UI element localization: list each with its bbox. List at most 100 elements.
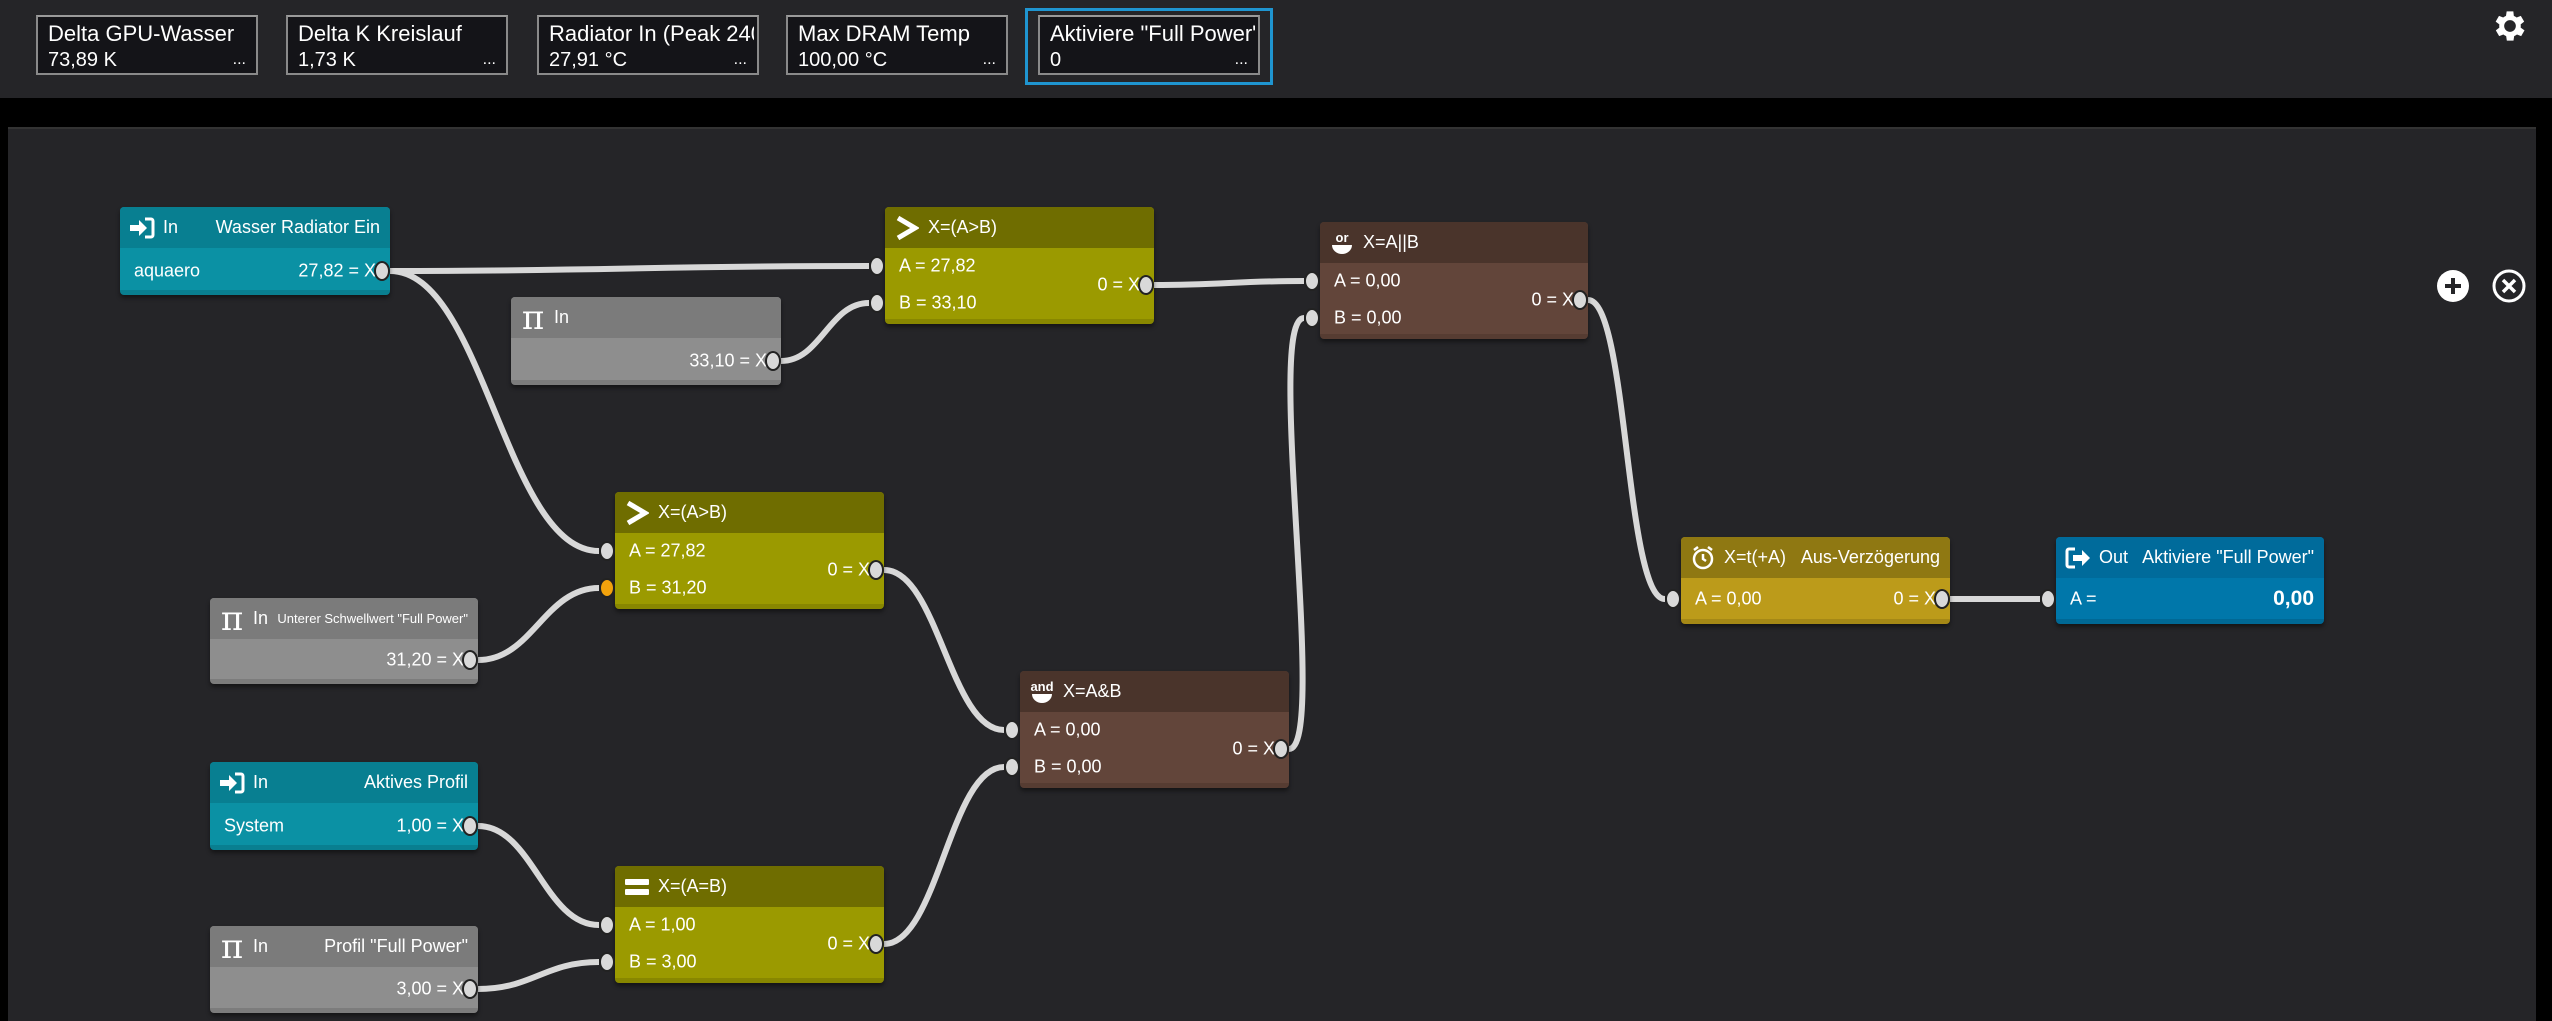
node-row-value: 31,20 = X: [386, 649, 464, 670]
wire[interactable]: [883, 764, 1005, 947]
node-header[interactable]: and X=A&B: [1020, 671, 1289, 712]
node-header[interactable]: π In Unterer Schwellwert "Full Power": [210, 598, 478, 639]
node-row-value: 3,00 = X: [396, 978, 464, 999]
widget-more-button[interactable]: ...: [982, 51, 996, 68]
selected-widget-highlight: [1025, 8, 1273, 85]
node-input-label: A = 27,82: [899, 255, 976, 276]
node-output-label: 0 = X: [827, 933, 870, 954]
node-body: [210, 967, 478, 1013]
node-subtitle: Wasser Radiator Ein: [215, 217, 380, 237]
node-row-label: aquaero: [134, 260, 201, 281]
node-output-label: 0 = X: [1097, 274, 1140, 295]
node-header[interactable]: Out Aktiviere "Full Power": [2056, 537, 2324, 578]
node-body: [120, 248, 390, 295]
node-output-label: 0 = X: [1232, 738, 1275, 759]
output-port[interactable]: [1273, 739, 1289, 759]
input-port[interactable]: [1665, 589, 1681, 609]
input-port[interactable]: [1304, 271, 1320, 291]
node-editor-canvas[interactable]: In Wasser Radiator Ein aquaero 27,82 = X…: [8, 127, 2536, 1021]
node-header[interactable]: X=(A>B): [885, 207, 1154, 248]
node-output-label: 0 = X: [827, 559, 870, 580]
input-port[interactable]: [1004, 757, 1020, 777]
output-port[interactable]: [462, 650, 478, 670]
input-port[interactable]: [599, 541, 615, 561]
widget-4[interactable]: Aktiviere "Full Power" 0 ...: [1038, 15, 1260, 75]
wire[interactable]: [389, 268, 600, 554]
wire[interactable]: [477, 823, 600, 928]
node-header[interactable]: π In Profil "Full Power": [210, 926, 478, 967]
node-title: In: [253, 608, 269, 628]
node-input[interactable]: In Aktives Profil System 1,00 = X: [210, 762, 478, 850]
gear-icon[interactable]: [2490, 6, 2530, 46]
node-header[interactable]: In Aktives Profil: [210, 762, 478, 803]
widget-more-button[interactable]: ...: [482, 51, 496, 68]
node-header[interactable]: In Wasser Radiator Ein: [120, 207, 390, 248]
wire[interactable]: [1153, 278, 1305, 288]
wire[interactable]: [883, 567, 1005, 733]
node-body: [2056, 578, 2324, 624]
node-header[interactable]: X=(A=B): [615, 866, 884, 907]
output-port[interactable]: [765, 351, 781, 371]
node-input-label: B = 3,00: [629, 951, 697, 972]
widget-more-button[interactable]: ...: [232, 51, 246, 68]
node-title: X=t(+A): [1724, 547, 1787, 567]
widget-bar: Delta GPU-Wasser 73,89 K ... Delta K Krei…: [0, 0, 2552, 98]
node-title: Out: [2099, 547, 2129, 567]
node-row-label: System: [224, 815, 285, 836]
wire[interactable]: [477, 585, 600, 663]
widget-more-button[interactable]: ...: [1234, 51, 1248, 68]
node-output[interactable]: Out Aktiviere "Full Power" A =0,00: [2056, 537, 2324, 624]
node-row-value: 27,82 = X: [298, 260, 376, 281]
input-port[interactable]: [599, 578, 615, 598]
node-body: [1020, 712, 1289, 788]
input-port[interactable]: [869, 293, 885, 313]
node-header[interactable]: or X=A||B: [1320, 222, 1588, 263]
output-port[interactable]: [462, 979, 478, 999]
widget-title: Max DRAM Temp: [798, 21, 970, 46]
node-constant[interactable]: π In Unterer Schwellwert "Full Power" 31…: [210, 598, 478, 684]
widget-0[interactable]: Delta GPU-Wasser 73,89 K ...: [36, 15, 258, 75]
greater-than-icon: [895, 215, 919, 241]
node-input-label: A = 0,00: [1695, 588, 1762, 609]
wire[interactable]: [1287, 315, 1306, 752]
widget-3[interactable]: Max DRAM Temp 100,00 °C ...: [786, 15, 1008, 75]
output-port[interactable]: [1934, 589, 1950, 609]
wire[interactable]: [1587, 297, 1666, 602]
output-port[interactable]: [868, 934, 884, 954]
wire[interactable]: [389, 263, 870, 274]
input-port[interactable]: [1004, 720, 1020, 740]
node-body: [210, 639, 478, 684]
node-input[interactable]: In Wasser Radiator Ein aquaero 27,82 = X: [120, 207, 390, 295]
output-port[interactable]: [462, 816, 478, 836]
widget-more-button[interactable]: ...: [733, 51, 747, 68]
node-constant[interactable]: π In 33,10 = X: [511, 297, 781, 385]
input-port[interactable]: [599, 952, 615, 972]
plus-circle-icon[interactable]: [2436, 269, 2470, 303]
node-header[interactable]: X=(A>B): [615, 492, 884, 533]
wire[interactable]: [477, 959, 600, 992]
widget-title: Delta K Kreislauf: [298, 21, 462, 46]
output-port[interactable]: [374, 261, 390, 281]
output-port[interactable]: [1138, 275, 1154, 295]
input-port[interactable]: [1304, 308, 1320, 328]
wire[interactable]: [780, 300, 870, 364]
widget-1[interactable]: Delta K Kreislauf 1,73 K ...: [286, 15, 508, 75]
widget-title: Radiator In (Peak 240: [549, 21, 754, 46]
pi-icon: π: [521, 297, 545, 338]
output-port[interactable]: [1572, 290, 1588, 310]
node-header[interactable]: π In: [511, 297, 781, 338]
node-header[interactable]: X=t(+A) Aus-Verzögerung: [1681, 537, 1950, 578]
input-port[interactable]: [2040, 589, 2056, 609]
output-port[interactable]: [868, 560, 884, 580]
input-port[interactable]: [869, 256, 885, 276]
node-constant[interactable]: π In Profil "Full Power" 3,00 = X: [210, 926, 478, 1013]
close-circle-icon[interactable]: [2492, 269, 2526, 303]
input-port[interactable]: [599, 915, 615, 935]
widget-2[interactable]: Radiator In (Peak 240 27,91 °C ...: [537, 15, 759, 75]
